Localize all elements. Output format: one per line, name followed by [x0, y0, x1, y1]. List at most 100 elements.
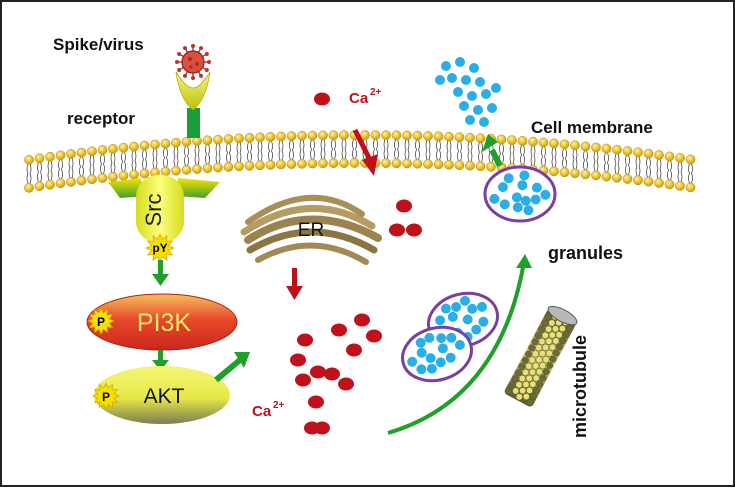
p-label-pi3k: P [97, 315, 105, 329]
tubulin-bead [535, 356, 543, 364]
tubulin-bead [528, 344, 536, 352]
tubulin-bead [522, 381, 530, 388]
tubulin-bead [544, 313, 552, 321]
tubulin-bead [542, 356, 550, 363]
lipid-head [55, 150, 66, 161]
microtubule-label: microtubule [570, 335, 590, 438]
lipid-head [87, 146, 97, 157]
lipid-head [129, 141, 139, 152]
calcium-ion [389, 223, 405, 237]
granule-dot [461, 75, 471, 85]
lipid-head [276, 131, 286, 142]
lipid-head [45, 151, 55, 162]
lipid-head [454, 160, 465, 171]
calcium-label-top: Ca 2+ [349, 87, 382, 107]
granule-dot [445, 352, 456, 363]
lipid-head [318, 130, 328, 141]
lipid-head [181, 164, 192, 175]
virus-spike [177, 52, 182, 56]
lipid-head [465, 132, 475, 143]
tubulin-bead [515, 381, 523, 389]
granule-dot [503, 173, 514, 184]
virus-spike [183, 73, 187, 78]
lipid-head [612, 172, 622, 183]
lipid-head [339, 130, 349, 140]
tubulin-bead [538, 338, 546, 345]
lipid-head [286, 131, 297, 141]
lipid-head [654, 150, 664, 160]
tubulin-bead [515, 369, 523, 377]
endoplasmic-reticulum: ER [240, 194, 382, 265]
tubulin-bead [542, 344, 550, 351]
tubulin-bead [552, 325, 559, 333]
p-label-akt: P [102, 390, 110, 404]
lipid-head [24, 182, 34, 193]
lipid-head [465, 160, 475, 171]
tubulin-bead [511, 375, 519, 383]
lipid-head [549, 166, 559, 177]
lipid-head [66, 149, 76, 159]
lipid-head [150, 139, 160, 150]
lipid-head [433, 159, 444, 170]
calcium-ion [366, 329, 382, 343]
lipid-head [55, 178, 66, 189]
akt-label: AKT [144, 385, 185, 408]
tubulin-bead [531, 338, 539, 346]
lipid-head [486, 161, 496, 172]
virus-spike [191, 76, 195, 80]
ca-bottom-sup: 2+ [273, 400, 285, 411]
granule-dot [447, 311, 458, 322]
calcium-ion [297, 333, 313, 347]
tubulin-bead [522, 369, 529, 376]
lipid-head [685, 182, 696, 193]
lipid-head [223, 162, 234, 172]
ca-bottom-text: Ca [252, 403, 272, 420]
tubulin-bead [565, 324, 573, 332]
granule-dot [441, 61, 451, 71]
granule-dot [465, 115, 475, 125]
lipid-head [24, 154, 34, 165]
calcium-ion [290, 353, 306, 367]
lipid-head [559, 167, 570, 178]
tubulin-bead [545, 337, 553, 345]
tubulin-bead [518, 375, 526, 382]
tubulin-bead [534, 332, 542, 339]
tubulin-bead [525, 374, 533, 382]
granule-dot [435, 357, 446, 368]
lipid-head [675, 153, 685, 163]
tubulin-bead [529, 392, 537, 400]
granule-dot [447, 73, 457, 83]
granule-dot [416, 364, 427, 375]
granule-dot [477, 301, 487, 312]
lipid-head [34, 181, 45, 192]
granule-dot [451, 302, 462, 312]
granule-dot [407, 356, 418, 367]
py-label: pY [152, 241, 167, 255]
lipid-head [139, 140, 150, 151]
virus-spike [199, 46, 203, 51]
lipid-head [265, 131, 276, 142]
lipid-head [307, 158, 318, 169]
lipid-head [108, 143, 118, 154]
lipid-head [297, 130, 307, 141]
lipid-head [601, 171, 612, 182]
arrow-akt-to-calcium-head [234, 352, 250, 368]
ca-top-sup: 2+ [370, 87, 382, 98]
virus-spike [183, 46, 187, 51]
vesicle-lower [401, 325, 473, 383]
lipid-head [381, 130, 391, 140]
granule-dot [435, 75, 445, 85]
lipid-head [139, 168, 150, 179]
lipid-head [297, 158, 307, 169]
calcium-ion [331, 323, 347, 337]
lipid-head [108, 171, 118, 182]
lipid-head [412, 130, 423, 141]
lipid-head [528, 136, 538, 147]
granule-dot [415, 337, 426, 348]
lipid-head [118, 142, 129, 153]
lipid-head [118, 170, 129, 181]
lipid-head [496, 134, 507, 145]
granule-dot [455, 57, 465, 67]
lipid-head [339, 158, 349, 168]
